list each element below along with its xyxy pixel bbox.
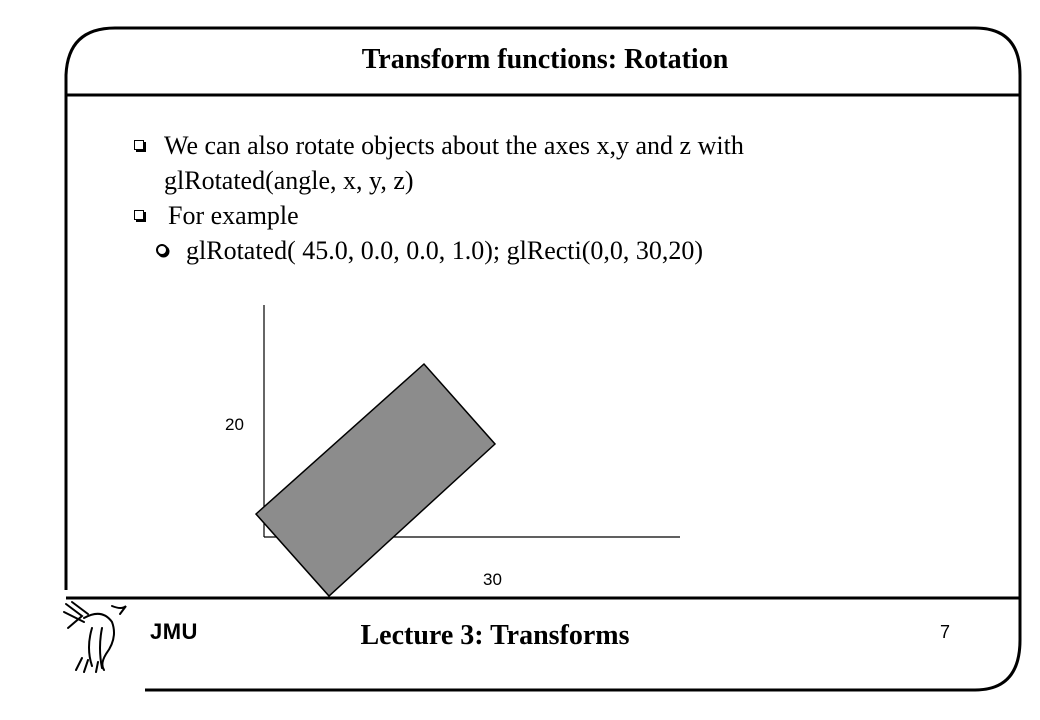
bullet-item: We can also rotate objects about the axe… <box>134 128 994 198</box>
bullet-text-continued: glRotated(angle, x, y, z) <box>164 166 414 195</box>
bullet-text: We can also rotate objects about the axe… <box>164 131 744 160</box>
square-bullet-icon <box>134 140 146 152</box>
page-number: 7 <box>940 622 951 642</box>
bullet-list: We can also rotate objects about the axe… <box>134 128 994 268</box>
circle-bullet-icon <box>156 244 168 256</box>
y-axis-label: 20 <box>225 415 244 434</box>
slide-title: Transform functions: Rotation <box>361 44 729 75</box>
x-axis-label: 30 <box>483 570 502 589</box>
footer-title: Lecture 3: Transforms <box>360 620 630 651</box>
org-name: JMU <box>150 619 198 644</box>
bullet-text: For example <box>168 201 299 230</box>
sub-bullet-item: glRotated( 45.0, 0.0, 0.0, 1.0); glRecti… <box>134 233 994 268</box>
sub-bullet-text: glRotated( 45.0, 0.0, 0.0, 1.0); glRecti… <box>186 236 704 265</box>
rotated-rectangle <box>254 362 497 598</box>
liver-bird-logo-icon <box>63 601 127 673</box>
bullet-item: For example <box>134 198 994 233</box>
square-bullet-icon <box>134 210 146 222</box>
